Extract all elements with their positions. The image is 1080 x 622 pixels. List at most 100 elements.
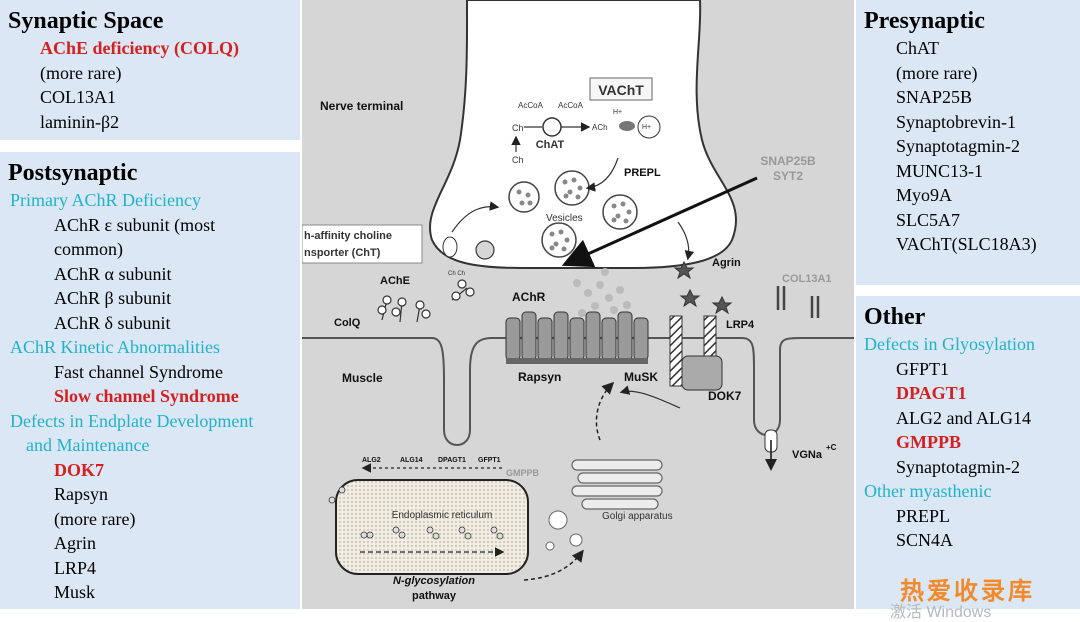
other-panel: Other Defects in Glyosylation GFPT1 DPAG… — [856, 296, 1080, 609]
vacht-box — [589, 77, 653, 101]
lrp4-receptor — [669, 315, 683, 387]
agrin-stars — [673, 260, 733, 315]
myo9a-item: Myo9A — [896, 185, 953, 205]
endoplasmic-reticulum — [335, 479, 529, 575]
chat-enzyme-circle — [542, 117, 562, 137]
presynaptic-panel: Presynaptic ChAT (more rare) SNAP25B Syn… — [856, 0, 1080, 285]
dok7-adaptor — [681, 355, 723, 391]
glycosylation-heading: Defects in Glyosylation — [864, 334, 1035, 354]
vgna-label: VGNa — [792, 449, 823, 461]
alg2-alg14-item: ALG2 and ALG14 — [896, 407, 1031, 428]
vesicles-label: Vesicles — [546, 213, 583, 224]
golgi-arrow — [595, 381, 615, 441]
nglyc-label-line1: N-glycosylation — [393, 575, 475, 587]
agrin-item: Agrin — [54, 533, 96, 553]
prepl-label: PREPL — [624, 167, 661, 179]
more-rare-note: (more rare) — [40, 62, 122, 83]
h-plus-label-1: H+ — [613, 109, 622, 116]
col13a1-item: COL13A1 — [40, 87, 116, 107]
postsynaptic-title: Postsynaptic — [8, 160, 138, 186]
achr-alpha-item: AChR α subunit — [54, 263, 172, 284]
achr-beta-item: AChR β subunit — [54, 288, 172, 308]
svg-text:Ch Ch: Ch Ch — [448, 271, 465, 277]
synapse-diagram: VAChT AcCoA AcCoA Ch Ch ChAT ACh H+ H+ N… — [302, 0, 854, 609]
snap25b-item: SNAP25B — [896, 87, 973, 107]
dok7-item: DOK7 — [54, 459, 105, 480]
chat-item: ChAT — [896, 38, 940, 58]
accoa-label-1: AcCoA — [518, 101, 544, 110]
other-title: Other — [864, 304, 926, 330]
gmppb-label: GMPPB — [506, 468, 540, 478]
dok7-label: DOK7 — [708, 389, 742, 403]
rapsyn-item: Rapsyn — [54, 484, 108, 504]
syt2-label: SYT2 — [773, 169, 803, 183]
laminin-item: laminin-β2 — [40, 111, 120, 132]
cht-transporter — [442, 236, 458, 258]
col13a1-molecules — [776, 286, 820, 318]
synaptic-space-panel: Synaptic Space AChE deficiency (COLQ) (m… — [0, 0, 300, 140]
cht-box — [302, 224, 423, 264]
lrp4-item: LRP4 — [54, 557, 97, 578]
achr-epsilon-item: AChR ε subunit (most — [54, 214, 216, 235]
rapsyn-label: Rapsyn — [518, 370, 561, 384]
ache-label: AChE — [380, 275, 410, 287]
agrin-label: Agrin — [712, 257, 741, 269]
vesicle-dots — [516, 177, 632, 252]
nerve-terminal-shape — [429, 0, 738, 269]
cht-label-line2: nsporter (ChT) — [304, 247, 381, 259]
released-ach — [573, 268, 631, 317]
more-rare-note-2: (more rare) — [54, 508, 136, 529]
snap25b-pointer — [561, 176, 758, 268]
accoa-label-2: AcCoA — [558, 101, 584, 110]
more-rare-note-3: (more rare) — [896, 62, 978, 83]
musk-item: Musk — [54, 582, 96, 602]
gfpt1-label: GFPT1 — [478, 457, 501, 464]
scn4a-item: SCN4A — [896, 530, 954, 550]
ache-molecule — [451, 279, 475, 301]
other-myasthenic-heading: Other myasthenic — [864, 481, 992, 501]
muscle-membrane — [302, 337, 854, 446]
ch-label-2: Ch — [512, 155, 524, 165]
alg2-label: ALG2 — [362, 457, 381, 464]
munc13-item: MUNC13-1 — [896, 160, 984, 181]
fast-channel-item: Fast channel Syndrome — [54, 361, 223, 382]
membrane-pit — [475, 240, 495, 260]
site-watermark: 热爱收录库 — [900, 577, 1035, 605]
gfpt1-item: GFPT1 — [896, 358, 950, 379]
achr-receptors — [505, 311, 649, 361]
slow-channel-item: Slow channel Syndrome — [54, 386, 239, 406]
rapsyn-bar — [506, 358, 648, 364]
h-plus-label-2: H+ — [642, 124, 651, 131]
dpagt1-label: DPAGT1 — [438, 457, 466, 464]
musk-label: MuSK — [624, 370, 658, 384]
endplate-defects-heading-cont: and Maintenance — [26, 435, 150, 455]
colq-label: ColQ — [334, 317, 361, 329]
golgi-apparatus — [571, 459, 663, 510]
synaptotagmin-item: Synaptotagmin-2 — [896, 136, 1020, 156]
muscle-label: Muscle — [342, 371, 383, 385]
ch-label-1: Ch — [512, 123, 524, 133]
kinetic-abnormalities-heading: AChR Kinetic Abnormalities — [10, 337, 220, 357]
er-label: Endoplasmic reticulum — [392, 510, 493, 521]
postsynaptic-panel: Postsynaptic Primary AChR Deficiency ACh… — [0, 152, 300, 609]
cht-label-line1: h-affinity choline — [304, 230, 392, 242]
achr-delta-item: AChR δ subunit — [54, 312, 171, 333]
vacht-label: VAChT — [598, 82, 644, 98]
nerve-terminal-label: Nerve terminal — [320, 99, 403, 113]
nglyc-arrow — [523, 549, 584, 581]
colq-molecule — [377, 295, 431, 323]
vacht-item: VAChT(SLC18A3) — [896, 234, 1037, 254]
glycan-chains — [328, 486, 504, 540]
transport-vesicles — [545, 510, 583, 551]
snap25b-label: SNAP25B — [760, 154, 816, 168]
col13a1-label: COL13A1 — [782, 273, 832, 285]
dpagt1-item: DPAGT1 — [896, 383, 967, 403]
vgna-superscript: +C — [826, 443, 837, 452]
synaptobrevin-item: Synaptobrevin-1 — [896, 111, 1016, 132]
achr-epsilon-item-cont: common) — [54, 239, 123, 259]
vacht-transporter — [619, 121, 635, 131]
synaptotagmin-2-item: Synaptotagmin-2 — [896, 456, 1020, 477]
golgi-label: Golgi apparatus — [602, 511, 673, 522]
chat-label: ChAT — [536, 139, 565, 151]
windows-activation-watermark: 激活 Windows — [890, 604, 992, 621]
